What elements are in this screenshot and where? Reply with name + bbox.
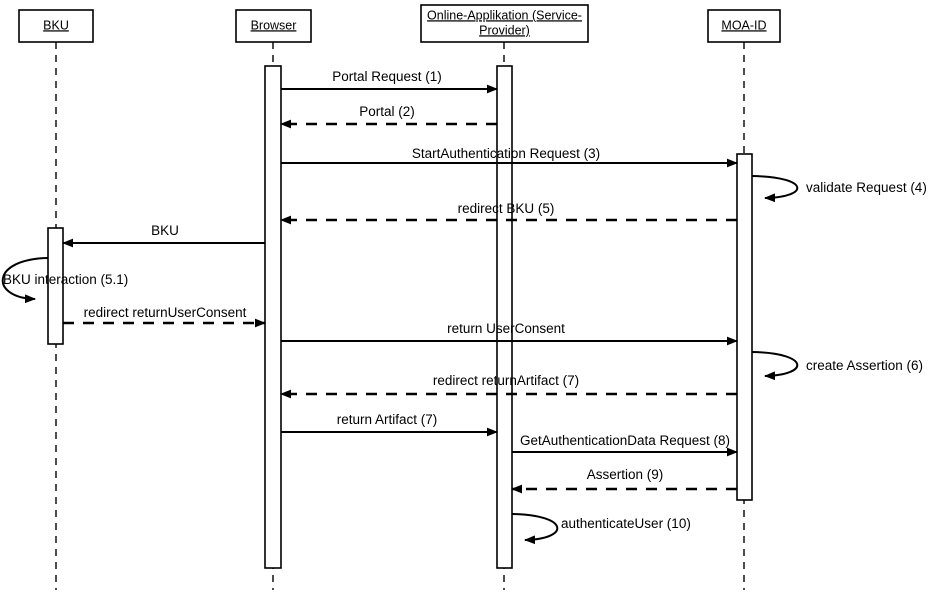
message-label-2: Portal (2) bbox=[359, 104, 415, 119]
message-line-self-6 bbox=[751, 351, 799, 381]
message-7b[interactable]: return Artifact (7) bbox=[281, 412, 498, 437]
message-4[interactable]: validate Request (4) bbox=[751, 175, 927, 203]
participant-box-bku[interactable] bbox=[18, 9, 94, 43]
message-label-9: Assertion (9) bbox=[587, 467, 664, 482]
participant-box-online-applikation[interactable] bbox=[420, 4, 589, 43]
participant-browser[interactable]: Browser bbox=[235, 9, 312, 43]
message-label-6: create Assertion (6) bbox=[806, 358, 923, 373]
message-label-5.1: BKU interaction (5.1) bbox=[3, 272, 128, 287]
activation-bar-browser bbox=[264, 65, 282, 569]
participant-label-online-applikation: Online-Applikation (Service- bbox=[427, 8, 582, 22]
participant-boxes-group: BKU Browser Online-Applikation (Service-Pr… bbox=[18, 4, 781, 43]
activation-bar-moa-id bbox=[736, 153, 753, 501]
message-label-4: validate Request (4) bbox=[806, 180, 927, 195]
participant-label-browser: Browser bbox=[251, 18, 297, 32]
message-5-bku[interactable]: BKU bbox=[62, 223, 265, 248]
message-5.2[interactable]: redirect returnUserConsent bbox=[63, 305, 266, 328]
message-label-8: GetAuthenticationData Request (8) bbox=[520, 433, 730, 448]
participant-online-applikation[interactable]: Online-Applikation (Service-Provider) bbox=[420, 4, 589, 43]
participant-box-moa-id[interactable] bbox=[707, 9, 781, 43]
message-label-7: redirect returnArtifact (7) bbox=[433, 373, 579, 388]
message-label-5.2: redirect returnUserConsent bbox=[84, 305, 247, 320]
activations-group bbox=[47, 65, 753, 569]
message-label-7b: return Artifact (7) bbox=[337, 412, 438, 427]
message-6-req[interactable]: return UserConsent bbox=[281, 321, 738, 346]
message-8[interactable]: GetAuthenticationData Request (8) bbox=[512, 433, 738, 457]
activation-bar-bku bbox=[47, 227, 64, 345]
participant-box-browser[interactable] bbox=[235, 9, 312, 43]
message-label-6-req: return UserConsent bbox=[447, 321, 565, 336]
message-7[interactable]: redirect returnArtifact (7) bbox=[280, 373, 737, 399]
message-label-5: redirect BKU (5) bbox=[458, 201, 555, 216]
message-label-10: authenticateUser (10) bbox=[561, 516, 691, 531]
participant-bku[interactable]: BKU bbox=[18, 9, 94, 43]
message-3[interactable]: StartAuthentication Request (3) bbox=[281, 146, 738, 168]
participant-label-moa-id: MOA-ID bbox=[721, 18, 766, 32]
message-2[interactable]: Portal (2) bbox=[280, 104, 497, 129]
message-line-self-5.1 bbox=[1, 257, 49, 304]
participant-label-online-applikation: Provider) bbox=[479, 23, 530, 37]
message-line-self-10 bbox=[511, 513, 559, 545]
message-1[interactable]: Portal Request (1) bbox=[281, 69, 498, 94]
message-line-self-4 bbox=[751, 175, 799, 203]
message-10[interactable]: authenticateUser (10) bbox=[511, 513, 691, 545]
participant-label-bku: BKU bbox=[43, 18, 69, 32]
messages-group: Portal Request (1) Portal (2) StartAuthent… bbox=[1, 69, 927, 545]
message-6[interactable]: create Assertion (6) bbox=[751, 351, 923, 381]
participant-moa-id[interactable]: MOA-ID bbox=[707, 9, 781, 43]
message-9[interactable]: Assertion (9) bbox=[511, 467, 737, 494]
message-label-1: Portal Request (1) bbox=[332, 69, 442, 84]
activation-bar-online-applikation bbox=[496, 65, 513, 569]
message-5[interactable]: redirect BKU (5) bbox=[280, 201, 737, 225]
message-5.1[interactable]: BKU interaction (5.1) bbox=[1, 257, 129, 304]
message-label-5-bku: BKU bbox=[151, 223, 179, 238]
message-label-3: StartAuthentication Request (3) bbox=[412, 146, 600, 161]
